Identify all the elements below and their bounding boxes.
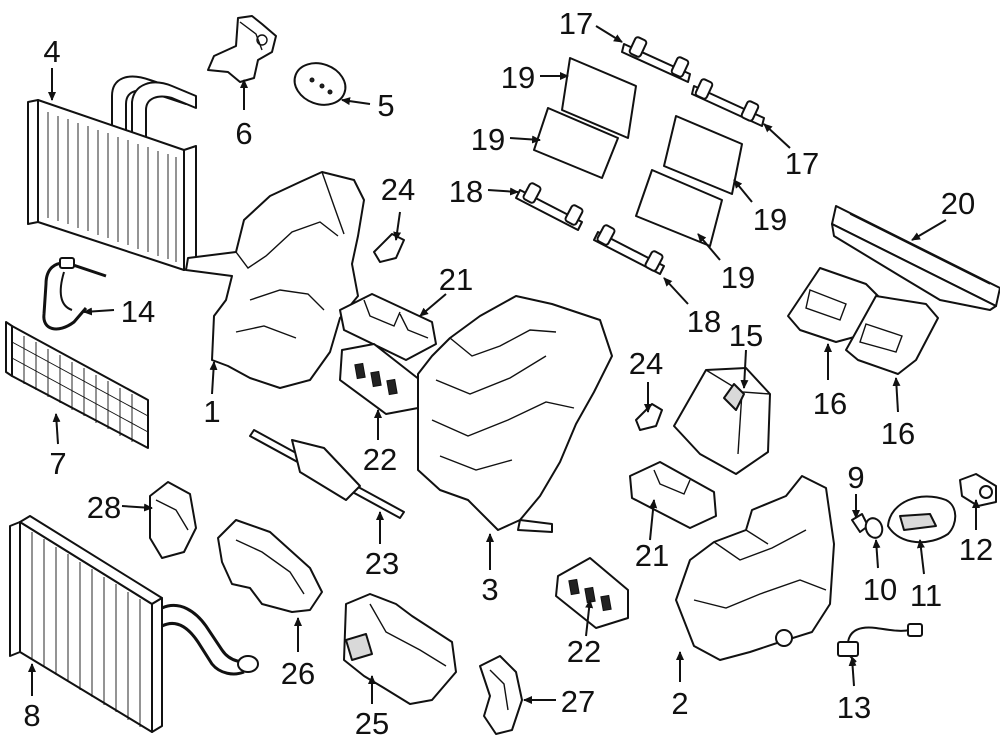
callout-13: 13 <box>837 690 871 725</box>
callout-12: 12 <box>959 532 993 567</box>
part-duct-22-lower <box>555 557 629 629</box>
callout-22-upper: 22 <box>363 442 397 477</box>
callout-7: 7 <box>49 446 66 481</box>
part-module-26 <box>217 519 323 613</box>
part-bracket-27 <box>479 655 523 735</box>
part-blower-15 <box>673 367 771 475</box>
callout-10: 10 <box>863 572 897 607</box>
callout-5: 5 <box>377 88 394 123</box>
callout-11: 11 <box>910 578 942 613</box>
callout-16-left: 16 <box>813 386 847 421</box>
part-clip-24-upper <box>373 233 405 263</box>
part-bracket-6 <box>207 15 277 83</box>
part-case-2 <box>675 475 835 661</box>
callout-24-upper: 24 <box>381 172 415 207</box>
part-harness-13 <box>837 623 923 663</box>
callout-6: 6 <box>235 116 252 151</box>
callout-4: 4 <box>43 34 60 69</box>
callout-19-b: 19 <box>471 122 505 157</box>
part-duct-16-right <box>845 295 939 375</box>
callout-25: 25 <box>355 706 389 741</box>
callout-18-lower: 18 <box>687 304 721 339</box>
leader-lines <box>28 25 980 704</box>
callout-8: 8 <box>23 698 40 733</box>
part-harness-14 <box>42 257 107 331</box>
part-case-3 <box>417 295 613 533</box>
part-linkage-23 <box>249 429 405 519</box>
callout-21-upper: 21 <box>439 262 473 297</box>
part-door-21-upper <box>339 293 437 361</box>
callout-15: 15 <box>729 318 763 353</box>
part-damper-shafts-18 <box>515 182 665 275</box>
callout-27: 27 <box>561 684 595 719</box>
part-evaporator-8 <box>9 515 259 733</box>
callout-3: 3 <box>481 572 498 607</box>
callout-18-upper: 18 <box>449 174 483 209</box>
part-seal-5 <box>293 62 347 106</box>
callout-19-a: 19 <box>501 60 535 95</box>
callout-26: 26 <box>281 656 315 691</box>
callout-9: 9 <box>847 460 864 495</box>
part-sensor-12 <box>959 473 997 507</box>
callout-17-upper: 17 <box>559 6 593 41</box>
callout-22-lower: 22 <box>567 634 601 669</box>
part-seal-10 <box>864 517 884 539</box>
part-damper-shafts-17 <box>621 36 765 127</box>
part-filter-7 <box>5 321 149 449</box>
callout-21-lower: 21 <box>635 538 669 573</box>
part-filter-pads-19 <box>533 57 743 247</box>
callout-19-c: 19 <box>753 202 787 237</box>
callout-numbers: 4 6 5 17 17 19 19 19 19 18 18 24 24 20 1… <box>23 6 993 741</box>
callout-2: 2 <box>671 686 688 721</box>
callout-20: 20 <box>941 186 975 221</box>
part-duct-25 <box>343 593 457 705</box>
part-actuator-28 <box>149 481 197 559</box>
callout-16-right: 16 <box>881 416 915 451</box>
part-panel-20 <box>831 205 1000 311</box>
callout-24-lower: 24 <box>629 346 663 381</box>
part-motor-11 <box>887 495 957 544</box>
callout-17-lower: 17 <box>785 146 819 181</box>
callout-28: 28 <box>87 490 121 525</box>
part-heater-core <box>27 75 197 271</box>
part-door-21-lower <box>629 461 717 529</box>
part-case-1 <box>185 171 365 389</box>
callout-1: 1 <box>203 394 220 429</box>
callout-14: 14 <box>121 294 155 329</box>
callout-19-d: 19 <box>721 260 755 295</box>
callout-23: 23 <box>365 546 399 581</box>
